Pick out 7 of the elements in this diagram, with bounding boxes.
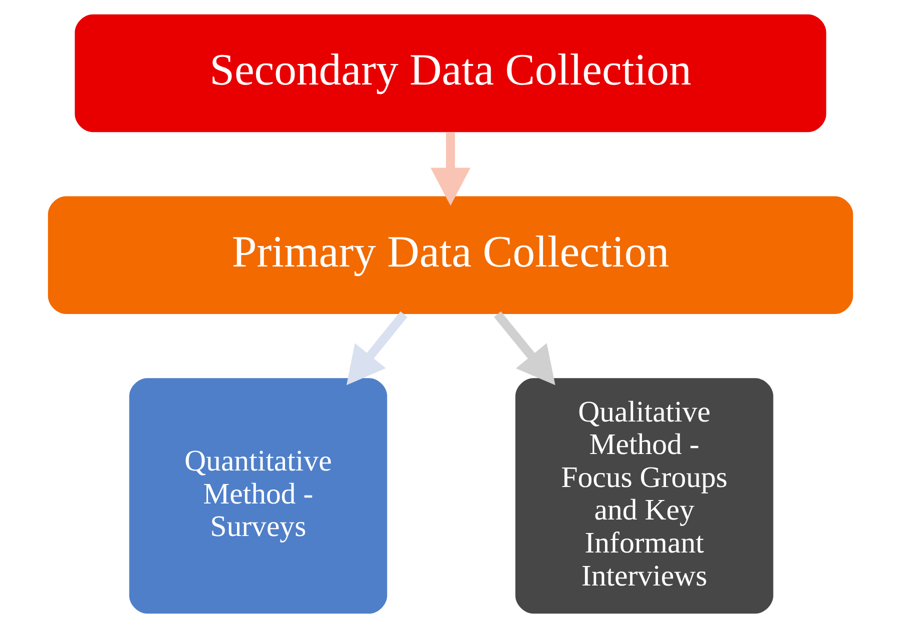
- node-box: Qualitative Method - Focus Groups and Key Informant Interviews: [514, 378, 773, 614]
- node-box: Secondary Data Collection: [74, 14, 826, 132]
- arrow: [493, 311, 555, 386]
- node-box: Primary Data Collection: [47, 196, 853, 314]
- node-box: Quantitative Method - Surveys: [128, 378, 387, 614]
- arrow: [430, 132, 470, 206]
- arrow: [346, 311, 407, 386]
